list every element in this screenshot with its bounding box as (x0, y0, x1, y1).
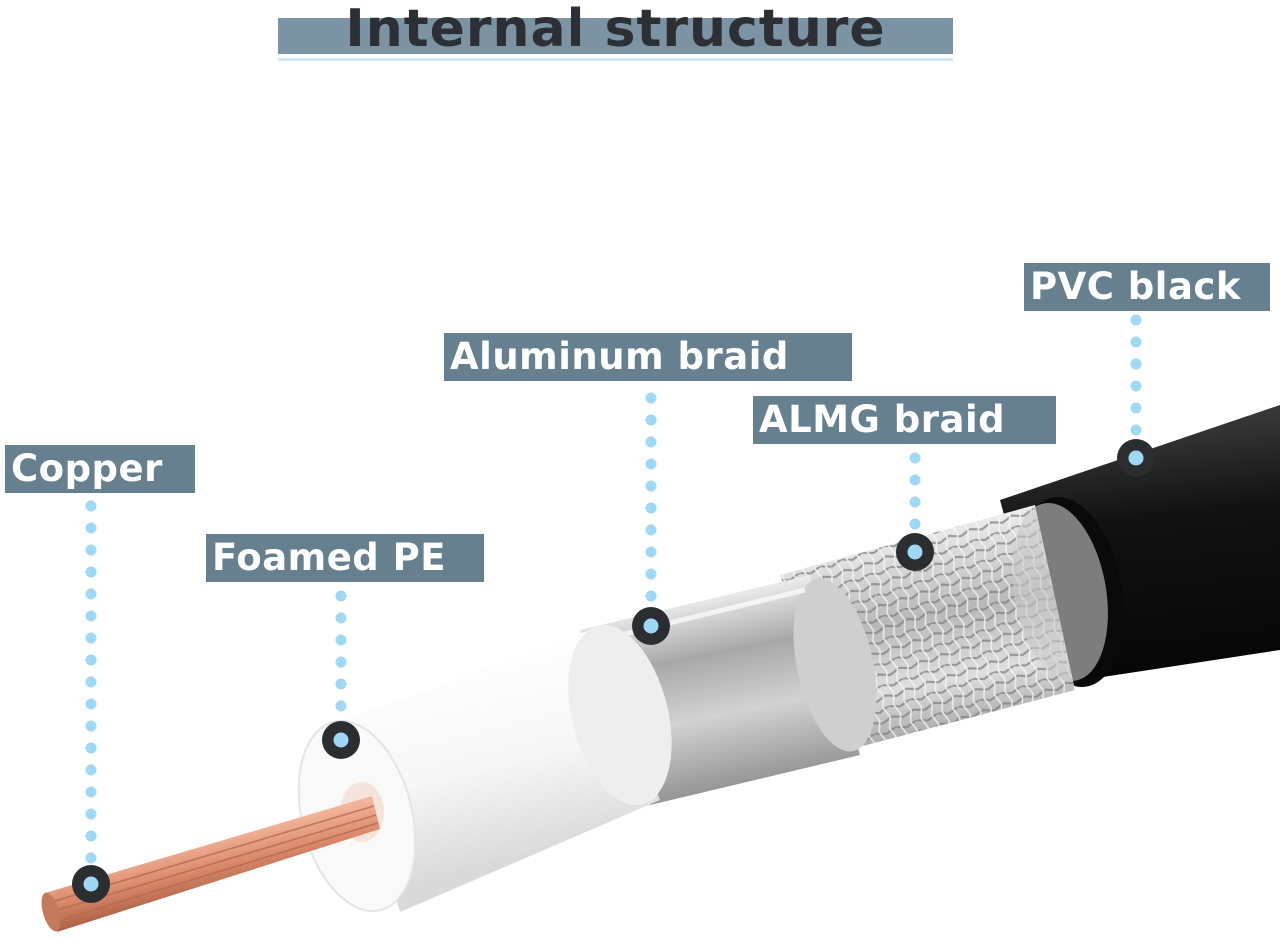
anchor-copper (72, 865, 110, 903)
leader-copper (85, 500, 97, 864)
leader-aluminum-braid (645, 392, 657, 602)
anchor-aluminum-braid (632, 607, 670, 645)
anchor-markers (72, 439, 1155, 903)
title-block: Internal structure (278, 0, 953, 62)
leader-pvc-black (1130, 314, 1142, 436)
page-title: Internal structure (345, 0, 886, 59)
anchor-foamed-pe (322, 721, 360, 759)
label-almg-braid: ALMG braid (753, 396, 1056, 444)
label-pvc-black: PVC black (1024, 263, 1270, 311)
label-aluminum-braid: Aluminum braid (444, 333, 852, 381)
anchor-almg-braid (896, 533, 934, 571)
leader-almg-braid (909, 452, 921, 530)
label-foamed-pe: Foamed PE (206, 534, 484, 582)
title-underline (278, 58, 953, 61)
label-copper: Copper (5, 445, 195, 493)
copper-conductor (41, 796, 380, 932)
title-background (278, 18, 953, 54)
leader-lines (85, 314, 1142, 864)
leader-foamed-pe (335, 590, 347, 712)
anchor-pvc-black (1117, 439, 1155, 477)
